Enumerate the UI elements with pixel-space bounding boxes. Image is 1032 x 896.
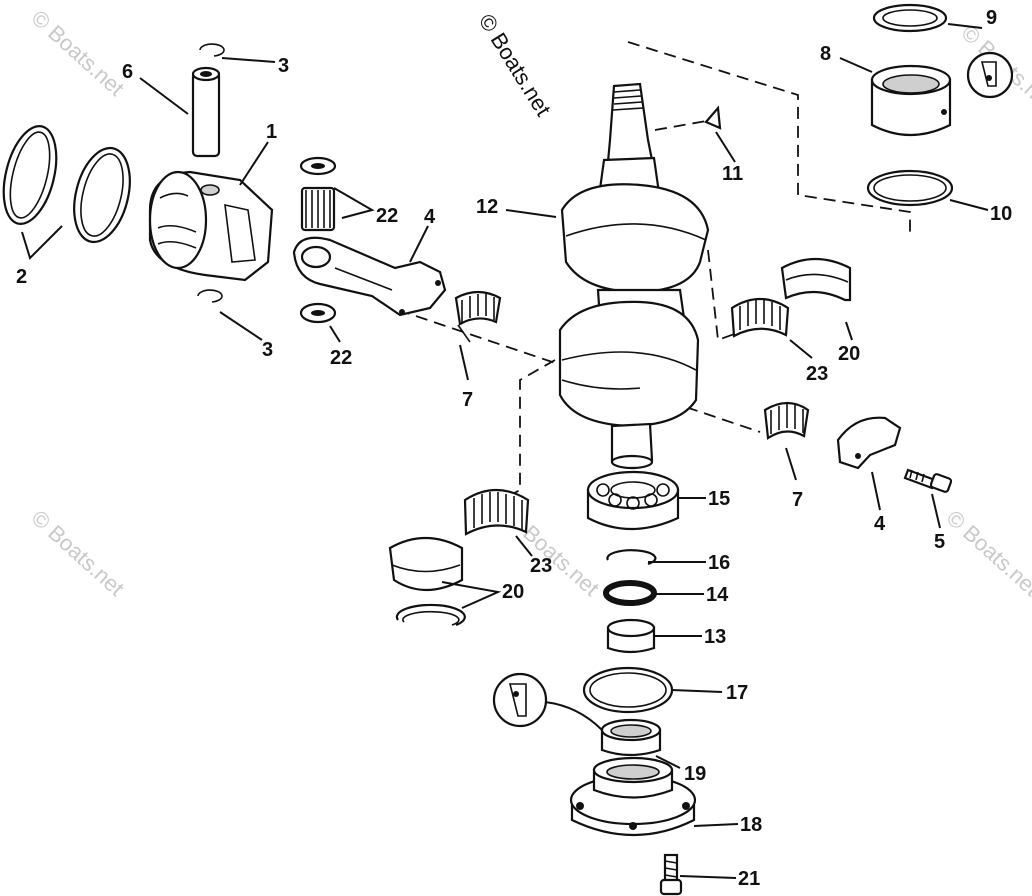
label-part-8: 8 — [820, 43, 831, 65]
label-part-17: 17 — [726, 682, 748, 704]
label-part-13: 13 — [704, 626, 726, 648]
part-labels: 3 6 1 2 3 22 4 22 7 12 11 9 8 10 20 23 7… — [16, 7, 1012, 890]
label-part-1: 1 — [266, 121, 277, 143]
bearing-retainer-lower-left — [388, 537, 466, 627]
leader-lines — [21, 23, 989, 879]
label-part-12: 12 — [476, 196, 498, 218]
pin-retainer-clip-bottom — [197, 289, 223, 303]
o-ring — [582, 666, 674, 714]
label-part-23-left: 23 — [530, 555, 552, 577]
label-part-16: 16 — [708, 552, 730, 574]
main-bearing-cage-right — [730, 297, 790, 338]
watermark-faint-top-left: © Boats.net — [27, 5, 129, 101]
wrist-pin — [191, 66, 221, 158]
sealant-tube-icon — [966, 51, 1014, 99]
label-part-9: 9 — [986, 7, 997, 29]
label-part-4-cap: 4 — [874, 513, 886, 535]
label-part-19: 19 — [684, 763, 706, 785]
label-part-20-left: 20 — [502, 581, 524, 603]
label-part-21: 21 — [738, 868, 760, 890]
bearing-retainer-upper-right — [780, 258, 852, 302]
label-part-18: 18 — [740, 814, 762, 836]
connecting-rod-cap — [836, 416, 902, 470]
rod-bearing-left — [454, 290, 502, 343]
oil-seal — [603, 580, 657, 606]
pin-retainer-clip-top — [199, 43, 225, 57]
label-part-2: 2 — [16, 266, 27, 288]
label-part-10: 10 — [990, 203, 1012, 225]
label-part-22-top: 22 — [376, 205, 398, 227]
label-part-7-left: 7 — [462, 389, 473, 411]
lower-seal — [600, 718, 662, 757]
bearing-sleeve — [606, 618, 656, 654]
label-part-6: 6 — [122, 61, 133, 83]
ball-bearing — [586, 470, 680, 531]
label-part-15: 15 — [708, 488, 730, 510]
label-part-20-right: 20 — [838, 343, 860, 365]
piston — [148, 170, 274, 282]
connecting-rod — [292, 236, 447, 317]
upper-bearing-stack — [866, 3, 954, 207]
label-part-5: 5 — [934, 531, 945, 553]
label-part-14: 14 — [706, 584, 729, 606]
label-part-22-bottom: 22 — [330, 347, 352, 369]
watermark-faint-bottom-left: © Boats.net — [27, 505, 129, 601]
main-bearing-cage-left — [463, 489, 530, 536]
rod-needle-bearing-set — [299, 156, 337, 324]
label-part-4-rod: 4 — [424, 206, 436, 228]
watermark-main: © Boats.net — [474, 9, 556, 120]
label-part-23-right: 23 — [806, 363, 828, 385]
label-part-3-top: 3 — [278, 55, 289, 77]
lower-bearing-housing — [569, 756, 697, 837]
sealant-tube-icon — [492, 672, 603, 731]
rod-cap-screw — [903, 468, 953, 493]
housing-screw — [659, 853, 683, 896]
watermark-faint-right: © Boats.net — [942, 505, 1032, 601]
label-part-11: 11 — [722, 163, 743, 185]
rod-bearing-right — [763, 401, 810, 440]
piston-ring-pair — [2, 125, 131, 244]
woodruff-key — [704, 105, 722, 130]
label-part-3-bottom: 3 — [262, 339, 273, 361]
crankshaft — [558, 82, 710, 470]
snap-ring — [606, 549, 657, 566]
label-part-7-right: 7 — [792, 489, 803, 511]
